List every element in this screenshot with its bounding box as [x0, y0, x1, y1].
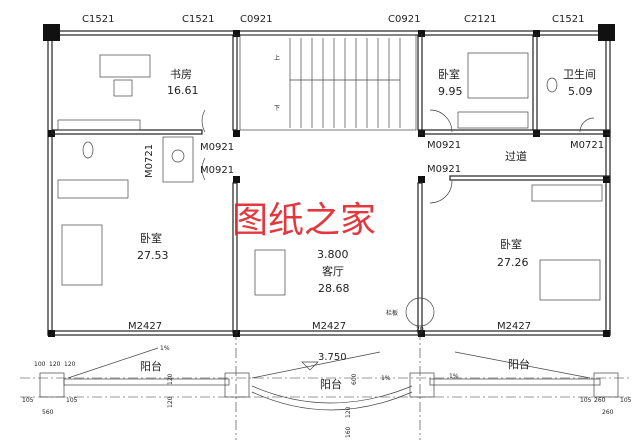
study-name: 书房 [170, 68, 192, 81]
dimension: 105 [580, 397, 592, 404]
study-area: 16.61 [167, 84, 199, 97]
dimension: 120 [64, 361, 76, 368]
window-label: C0921 [388, 14, 420, 25]
staircase: 上 下 [239, 34, 417, 131]
dimension: 120 [167, 396, 174, 408]
furniture [61, 52, 601, 327]
rail-callout-circle [405, 297, 435, 327]
small-bedroom-area: 9.95 [438, 85, 463, 98]
dimension: 100 [34, 361, 46, 368]
rail-label: 栏板 [386, 309, 398, 317]
bathroom-name: 卫生间 [563, 67, 596, 81]
door-label: M0721 [144, 144, 155, 178]
door-label: M0921 [427, 164, 461, 175]
desk [99, 54, 151, 78]
dimension: 105 [22, 397, 34, 404]
living-name: 客厅 [322, 264, 344, 278]
living-elevation: 3.800 [317, 248, 349, 261]
door-label: M0921 [427, 140, 461, 151]
dimension: 260 [594, 397, 606, 404]
bed-left [61, 224, 103, 286]
dimension: 160 [345, 426, 352, 438]
chair [113, 79, 133, 97]
door-label: M2427 [312, 321, 346, 332]
balcony-elevation: 3.750 [318, 352, 347, 363]
window-label: C2121 [464, 14, 496, 25]
living-area: 28.68 [318, 282, 350, 295]
bathroom-area: 5.09 [568, 85, 593, 98]
sofa [254, 249, 286, 296]
window-label: C1521 [552, 14, 584, 25]
toilet-left [82, 141, 94, 159]
watermark: 图纸之家 [232, 200, 376, 241]
window-label: C1521 [182, 14, 214, 25]
door-label: M0921 [200, 142, 234, 153]
window-label: C1521 [82, 14, 114, 25]
rail-callout: 20 [416, 326, 424, 333]
dimension: 120 [167, 373, 174, 385]
stair-up-label: 上 [274, 54, 280, 62]
slope-label: 1% [449, 373, 459, 380]
dimension: 600 [351, 373, 358, 385]
dimension: 120 [49, 361, 61, 368]
door-label: M0921 [200, 165, 234, 176]
corridor-name: 过道 [505, 149, 527, 163]
balcony-label: 阳台 [140, 359, 162, 373]
door-label: M2427 [497, 321, 531, 332]
bed-right [539, 259, 601, 301]
sink [171, 149, 185, 163]
balcony-label: 阳台 [320, 377, 342, 391]
door-label: M2427 [128, 321, 162, 332]
bed-small [467, 52, 529, 99]
balcony [20, 330, 630, 440]
dimension: 105 [66, 397, 78, 404]
right-bedroom-name: 卧室 [500, 237, 522, 251]
toilet-right [546, 77, 558, 93]
door-label: M0721 [570, 140, 604, 151]
balcony-label: 阳台 [508, 357, 530, 371]
dimension: 120 [345, 406, 352, 418]
door-swing [201, 109, 206, 133]
small-bedroom-name: 卧室 [438, 67, 460, 81]
dimension: 105 [620, 397, 632, 404]
slope-label: 1% [381, 375, 391, 382]
left-bedroom-area: 27.53 [137, 249, 169, 262]
interior-walls [51, 34, 611, 334]
dimension: 260 [602, 409, 614, 416]
dimension: 560 [42, 409, 54, 416]
window-label: C0921 [240, 14, 272, 25]
stair-down-label: 下 [274, 105, 280, 112]
slope-label: 1% [160, 345, 170, 352]
left-bedroom-name: 卧室 [140, 231, 162, 245]
elevation-marker [301, 361, 319, 371]
right-bedroom-area: 27.26 [497, 256, 529, 269]
